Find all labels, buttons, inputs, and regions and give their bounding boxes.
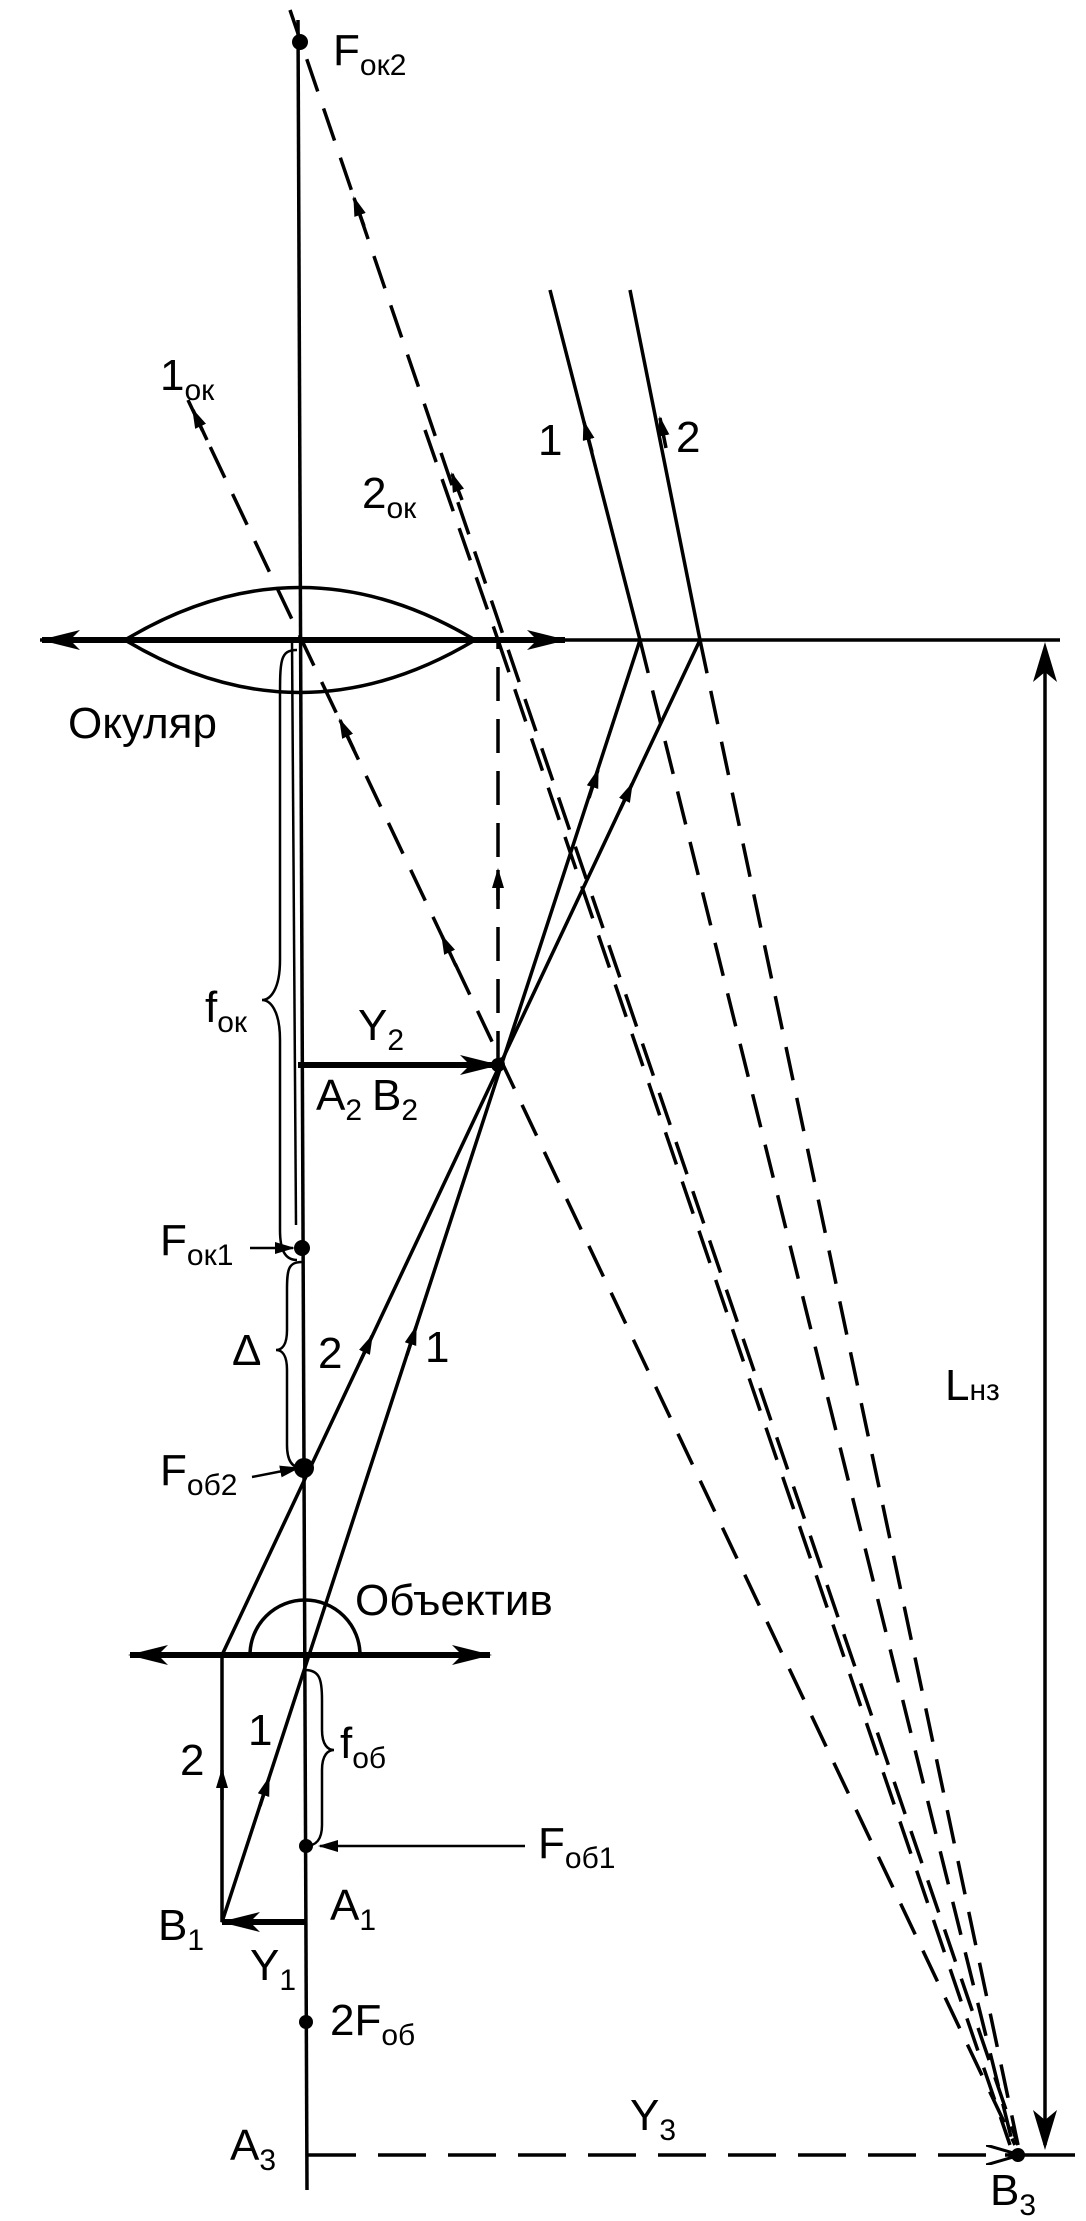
- label-f-ok2: Fок2: [333, 26, 406, 82]
- ray-1-arrow-lower: [257, 1776, 271, 1807]
- label-b3: B3: [990, 2166, 1036, 2221]
- f-ok2-point: [292, 34, 308, 50]
- dashed-ray-2ok-arrow: [450, 472, 465, 501]
- ray-1-exit: [548, 289, 642, 641]
- label-delta: Δ: [232, 1326, 261, 1375]
- dashed-extension-ray-2: [698, 639, 1020, 2146]
- label-y1: Y1: [250, 1941, 296, 1997]
- f-ob1-point: [299, 1839, 313, 1853]
- ray-2-exit: [628, 289, 702, 641]
- label-ray-2-out: 2: [676, 413, 700, 462]
- delta-brace: [275, 1260, 303, 1470]
- dashed-ray-fok2-to-b3: [288, 9, 1020, 2146]
- label-f-ob1: Fоб1: [538, 1819, 615, 1875]
- two-f-ob-point: [299, 2015, 313, 2029]
- label-eyepiece: Окуляр: [68, 699, 217, 748]
- ray-1-exit-arrow: [582, 420, 595, 453]
- label-f-ob2: Fоб2: [160, 1446, 237, 1502]
- dashed-ray-1ok-arrow-upper: [191, 408, 209, 441]
- ray-2-arrow-upper: [618, 782, 634, 811]
- optical-axis: [296, 19, 309, 2191]
- label-l-nz: Lнз: [945, 1361, 1000, 1410]
- axis-companion-line: [290, 639, 298, 1226]
- label-b1: B1: [158, 1901, 204, 1957]
- label-ray-1-ok: 1ок: [160, 351, 215, 407]
- dashed-eyepiece-edge-ray: [496, 639, 1012, 2146]
- label-f-ok: fок: [205, 983, 248, 1039]
- ray-1-arrow-mid: [404, 1325, 418, 1356]
- label-f-ok1: Fок1: [160, 1216, 233, 1272]
- ray-2-arrow-mid: [358, 1334, 374, 1363]
- ray-2-exit-arrow: [657, 416, 670, 449]
- f-ok1-point: [294, 1240, 310, 1256]
- dashed-ray-1ok-arrow-lower: [338, 718, 356, 751]
- label-ray-2-low: 2: [180, 1736, 204, 1785]
- label-ray-2-ok: 2ок: [362, 469, 417, 525]
- ray-1-arrow-upper: [586, 768, 600, 799]
- label-y3: Y3: [630, 2091, 676, 2147]
- label-a1: A1: [330, 1881, 376, 1937]
- dashed-ray-1ok-arrow-mid: [440, 934, 458, 967]
- eyepiece-lens-shape: [121, 585, 479, 695]
- label-ray-1-out: 1: [538, 416, 562, 465]
- label-f-ob: fоб: [340, 1719, 386, 1775]
- l-nz-arrow-top: [1033, 642, 1057, 682]
- f-ob2-pointer: [251, 1465, 300, 1479]
- label-objective: Объектив: [355, 1576, 553, 1625]
- f-ob-brace: [304, 1668, 335, 1848]
- dashed-ray-1ok: [186, 399, 1017, 2146]
- l-nz-arrow-bottom: [1033, 2110, 1057, 2150]
- label-ray-2-mid: 2: [318, 1329, 342, 1378]
- label-a3: A3: [230, 2121, 276, 2177]
- label-ray-1-mid: 1: [425, 1323, 449, 1372]
- b2-point: [491, 1058, 505, 1072]
- label-y2: Y2: [358, 1001, 404, 1057]
- objective-lens-shape: [248, 1598, 362, 1656]
- label-two-f-ob: 2Fоб: [330, 1996, 415, 2052]
- f-ob2-point: [294, 1458, 314, 1478]
- b3-point: [1011, 2148, 1025, 2162]
- dashed-ray-fok2-arrow: [352, 196, 366, 227]
- ray-1-through-objective: [220, 639, 642, 1923]
- label-ray-1-low: 1: [248, 1706, 272, 1755]
- dashed-ray-2ok: [423, 429, 500, 641]
